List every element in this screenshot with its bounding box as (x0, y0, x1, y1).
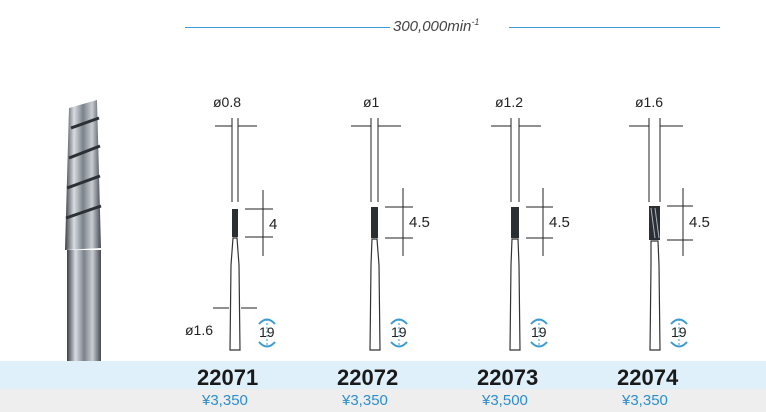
length-arrow-icon (255, 316, 279, 350)
bur-drawing (351, 118, 413, 351)
product-price: ¥3,350 (622, 392, 668, 409)
bur-drawing (213, 118, 273, 351)
bur-photo (55, 88, 135, 378)
head-diameter-label: ø1.2 (495, 94, 524, 110)
price-band (0, 389, 766, 412)
product-code: 22071 (197, 365, 259, 390)
cutting-length-label: 4.5 (409, 214, 430, 231)
bur-drawing (491, 118, 553, 351)
speed-header: 300,000min-1 (185, 14, 720, 38)
bur-drawing (629, 118, 693, 351)
length-arrow-icon (387, 316, 411, 350)
cutting-length-label: 4 (269, 216, 278, 233)
product-22072: ø1 4.5 19 (325, 90, 465, 360)
overall-length-label: 19 (259, 324, 275, 340)
length-arrow-icon (527, 316, 551, 350)
speed-line-right (509, 27, 720, 28)
product-22074: ø1.6 4.5 19 (605, 90, 745, 360)
length-arrow-icon (667, 316, 691, 350)
head-diameter-label: ø1.6 (635, 94, 664, 110)
product-price: ¥3,500 (482, 392, 528, 409)
head-diameter-label: ø1 (363, 94, 380, 110)
overall-length-label: 19 (671, 324, 687, 340)
product-code: 22072 (337, 365, 399, 390)
overall-length-label: 19 (531, 324, 547, 340)
cutting-length-label: 4.5 (549, 214, 570, 231)
product-code-band (0, 361, 766, 389)
product-code: 22074 (617, 365, 679, 390)
product-code: 22073 (477, 365, 539, 390)
product-price: ¥3,350 (202, 392, 248, 409)
product-22073: ø1.2 4.5 19 (465, 90, 605, 360)
speed-line-left (185, 27, 390, 28)
cutting-length-label: 4.5 (689, 214, 710, 231)
product-22071: ø0.8 4 ø1.6 19 (185, 90, 325, 360)
speed-label: 300,000min-1 (393, 17, 480, 35)
product-price: ¥3,350 (342, 392, 388, 409)
head-diameter-label: ø0.8 (213, 94, 242, 110)
shank-diameter-label: ø1.6 (185, 322, 214, 338)
overall-length-label: 19 (391, 324, 407, 340)
